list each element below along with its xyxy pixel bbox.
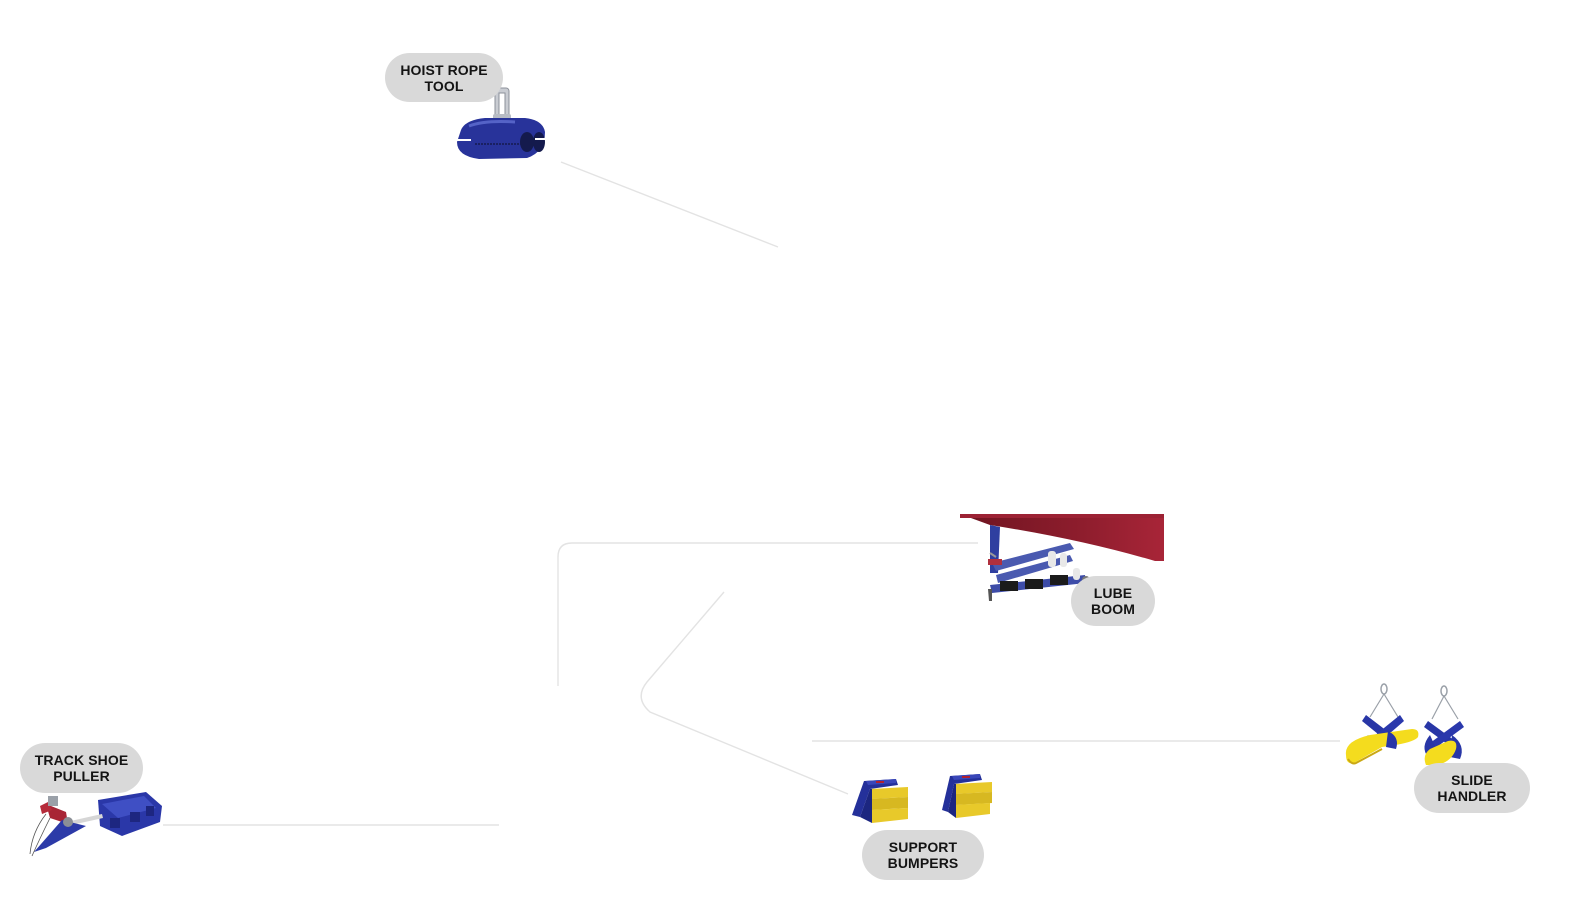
hotspot-label-slide-handler[interactable]: SLIDE HANDLER <box>1414 763 1530 813</box>
label-line: HOIST ROPE <box>400 61 488 78</box>
label-line: SLIDE <box>1451 772 1493 788</box>
label-line: BUMPERS <box>887 855 959 871</box>
label-line: LUBE <box>1093 585 1133 601</box>
lube-boom-image[interactable] <box>960 513 1165 603</box>
connector-support-bumpers <box>640 591 849 795</box>
label-line: TOOL <box>424 77 464 94</box>
connector-hoist-rope-tool <box>560 161 779 248</box>
label-line: TRACK SHOE <box>34 752 129 768</box>
label-line: BOOM <box>1091 601 1135 617</box>
label-line: PULLER <box>53 768 110 784</box>
label-line: SUPPORT <box>888 839 958 855</box>
support-bumper-image-right[interactable] <box>940 772 994 820</box>
hotspot-label-hoist-rope-tool[interactable]: HOIST ROPE TOOL <box>385 53 503 102</box>
slide-handler-image-right[interactable] <box>1418 685 1468 769</box>
hoist-rope-tool-image[interactable] <box>455 86 549 164</box>
track-shoe-puller-image[interactable] <box>26 788 164 860</box>
slide-handler-image-left[interactable] <box>1342 683 1422 769</box>
support-bumper-image-left[interactable] <box>852 777 912 825</box>
label-line: HANDLER <box>1437 788 1507 804</box>
hotspot-label-support-bumpers[interactable]: SUPPORT BUMPERS <box>862 830 984 880</box>
hotspot-label-track-shoe-puller[interactable]: TRACK SHOE PULLER <box>20 743 143 793</box>
connector-lube-boom <box>557 542 978 686</box>
hotspot-label-lube-boom[interactable]: LUBE BOOM <box>1071 576 1155 626</box>
